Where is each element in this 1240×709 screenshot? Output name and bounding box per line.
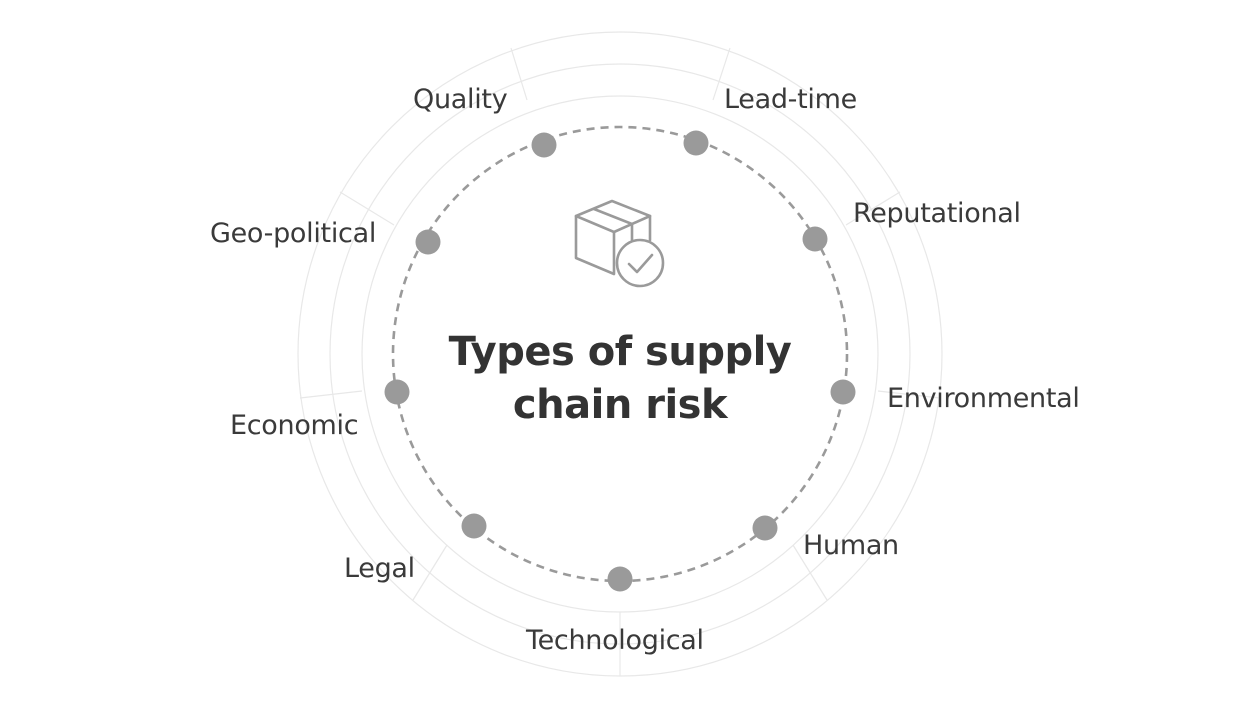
dot-economic (384, 379, 410, 405)
spoke-quality (510, 47, 528, 101)
risk-label-reputational: Reputational (853, 198, 1021, 229)
risk-label-economic: Economic (230, 410, 359, 441)
dot-quality (531, 132, 557, 158)
spoke-legal (412, 544, 448, 601)
risk-label-geo-political: Geo-political (210, 218, 377, 249)
risk-label-lead-time: Lead-time (724, 84, 857, 115)
risk-label-human: Human (803, 530, 899, 561)
spoke-reputational (845, 191, 901, 226)
spoke-environmental (877, 390, 941, 399)
spoke-lead-time (712, 47, 731, 101)
dot-geo-political (415, 229, 441, 255)
risk-label-quality: Quality (413, 84, 508, 115)
spoke-economic (299, 390, 363, 399)
risk-label-legal: Legal (344, 553, 415, 584)
guide-spokes (299, 47, 941, 676)
risk-label-technological: Technological (526, 625, 704, 656)
dot-human (752, 515, 778, 541)
spoke-geo-political (339, 191, 395, 226)
title-line-1: Types of supply (448, 329, 792, 375)
dot-legal (461, 513, 487, 539)
dot-reputational (802, 226, 828, 252)
dot-lead-time (683, 130, 709, 156)
diagram-title: Types of supply chain risk (420, 326, 820, 432)
title-line-2: chain risk (512, 382, 728, 428)
dot-environmental (830, 379, 856, 405)
risk-label-environmental: Environmental (887, 383, 1080, 414)
ring-dots (384, 130, 856, 592)
spoke-human (792, 544, 828, 601)
dot-technological (607, 566, 633, 592)
package-check-icon (574, 199, 665, 288)
